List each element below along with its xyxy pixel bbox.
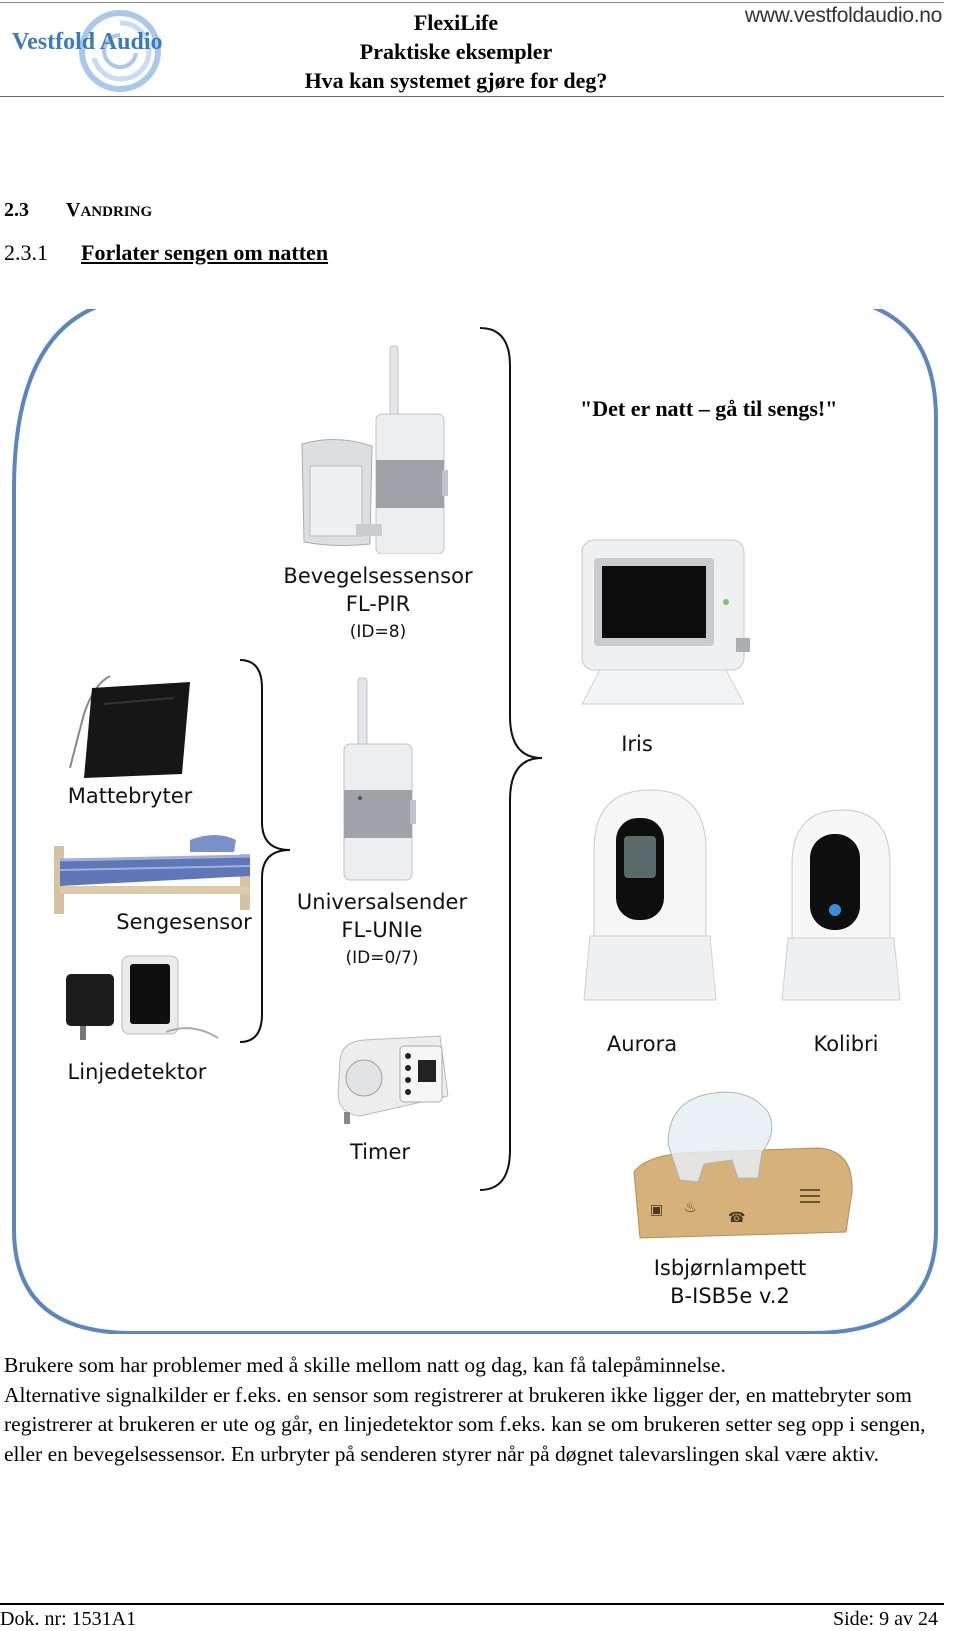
aurora-image: [583, 789, 717, 1001]
isbjorn-label-name: Isbjørnlampett: [653, 1256, 807, 1280]
bed-image: [54, 835, 251, 914]
diagram-frame: [12, 309, 938, 1334]
pir-label: Bevegelsessensor FL-PIR (ID=8): [260, 562, 496, 646]
kolibri-label: Kolibri: [813, 1032, 879, 1056]
section-title-initial: V: [66, 199, 81, 221]
frame-border: [12, 309, 938, 1334]
pir-sensor-image: [301, 345, 448, 554]
svg-text:☎: ☎: [728, 1211, 745, 1226]
isbjorn-label: Isbjørnlampett B-ISB5e v.2: [632, 1254, 828, 1310]
svg-text:▣: ▣: [650, 1203, 663, 1218]
brace-left-icon: [239, 659, 291, 1043]
subsection-title: Forlater sengen om natten: [81, 240, 329, 265]
isbjorn-label-model: B-ISB5e v.2: [670, 1284, 790, 1308]
svg-text:♨: ♨: [684, 1201, 697, 1216]
unie-label-model: FL-UNIe: [341, 918, 423, 942]
header-url[interactable]: www.vestfoldaudio.no: [744, 4, 942, 27]
section-heading: 2.3 VANDRING: [4, 199, 152, 222]
linjedetektor-label: Linjedetektor: [67, 1060, 207, 1084]
footer-page-number: Side: 9 av 24: [833, 1608, 938, 1630]
universalsender-image: [343, 677, 416, 881]
header-title-question: Hva kan systemet gjøre for deg?: [304, 68, 608, 93]
unie-label: Universalsender FL-UNIe (ID=0/7): [276, 888, 488, 972]
section-number: 2.3: [4, 199, 29, 221]
kolibri-image: [781, 809, 901, 1001]
subsection-heading: 2.3.1 Forlater sengen om natten: [4, 240, 328, 266]
subsection-number: 2.3.1: [4, 240, 48, 265]
aurora-label: Aurora: [606, 1032, 678, 1056]
header-title-product: FlexiLife: [413, 10, 499, 35]
isbjornlampett-image: ▣ ♨ ☎: [633, 1091, 853, 1239]
vestfold-audio-logo: [79, 10, 161, 92]
brace-right-icon: [479, 327, 543, 1191]
iris-display-image: [581, 539, 750, 705]
sengesensor-label: Sengesensor: [116, 910, 252, 934]
body-text-line1: Brukere som har problemer med å skille m…: [4, 1353, 726, 1377]
mattebryter-image: [69, 675, 190, 778]
unie-label-id: (ID=0/7): [345, 948, 419, 968]
footer-doc-number: Dok. nr: 1531A1: [0, 1608, 137, 1630]
pir-label-id: (ID=8): [349, 622, 407, 642]
unie-label-name: Universalsender: [296, 890, 468, 914]
timer-label: Timer: [349, 1140, 411, 1164]
timer-image: [337, 1035, 449, 1124]
header-title-subtitle: Praktiske eksempler: [359, 39, 553, 64]
footer-rule: [0, 1603, 944, 1605]
pir-label-model: FL-PIR: [345, 592, 411, 616]
iris-label: Iris: [621, 732, 653, 756]
logo-text: Vestfold Audio: [12, 29, 163, 55]
header-titles: FlexiLife Praktiske eksempler Hva kan sy…: [240, 8, 672, 95]
section-title-rest: ANDRING: [80, 204, 153, 220]
linjedetektor-image: [66, 955, 219, 1040]
header-top-rule: [0, 2, 944, 3]
header-bottom-rule: [0, 96, 944, 97]
body-paragraph: Brukere som har problemer med å skille m…: [4, 1351, 944, 1469]
mattebryter-label: Mattebryter: [67, 784, 193, 808]
diagram-quote: "Det er natt – gå til sengs!": [580, 396, 838, 421]
body-text-rest: Alternative signalkilder er f.eks. en se…: [4, 1382, 926, 1466]
pir-label-name: Bevegelsessensor: [283, 564, 473, 588]
